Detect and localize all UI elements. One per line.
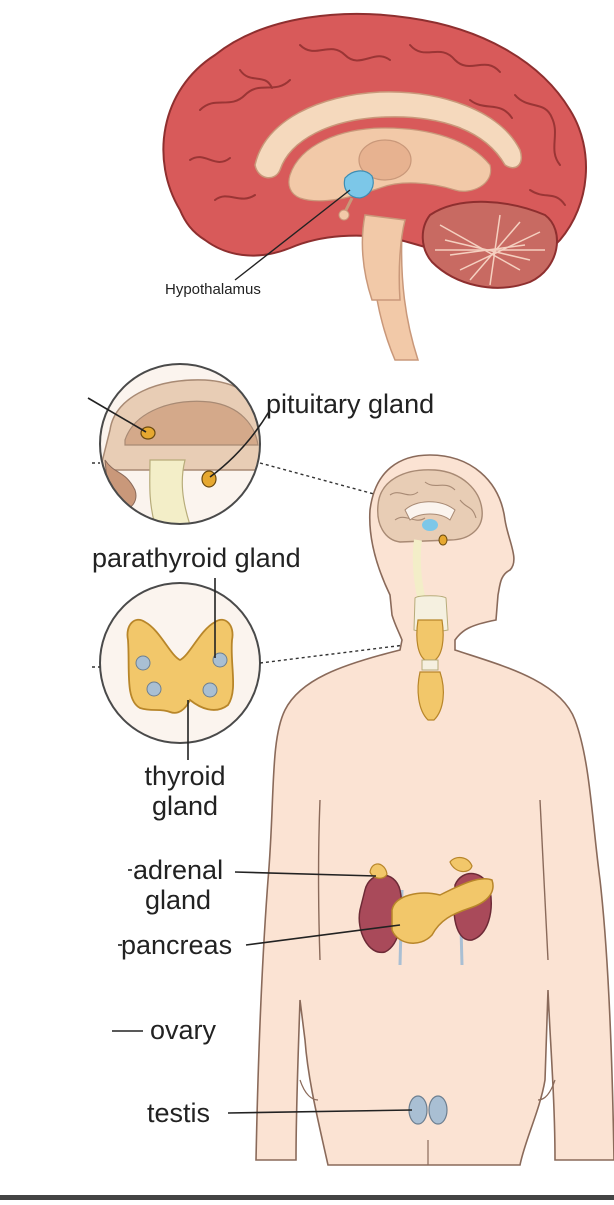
adrenal-label-line2: gland [145,885,212,915]
thyroid-label-line1: thyroid [144,761,226,791]
testes [408,1095,448,1125]
thyroid-zoom-circle [99,582,261,744]
adrenal-label-line1: adrenal [133,855,224,885]
parathyroid-label: parathyroid gland [92,543,301,573]
pituitary-label: pituitary gland [266,389,435,419]
thyroid-label-line2: gland [151,791,219,821]
leader-lines [87,397,413,1114]
body-silhouette [255,454,614,1166]
ovary-label: ovary [150,1015,217,1045]
hypothalamus-label: Hypothalamus [165,281,261,298]
bottom-border [0,1195,614,1200]
brain-illustration [162,12,587,361]
pancreas-label: pancreas [121,930,233,960]
neck-thyroid [413,595,449,721]
hypothalamus-leader [234,189,351,281]
abdomen-organs [358,856,494,966]
testis-label: testis [147,1098,211,1128]
